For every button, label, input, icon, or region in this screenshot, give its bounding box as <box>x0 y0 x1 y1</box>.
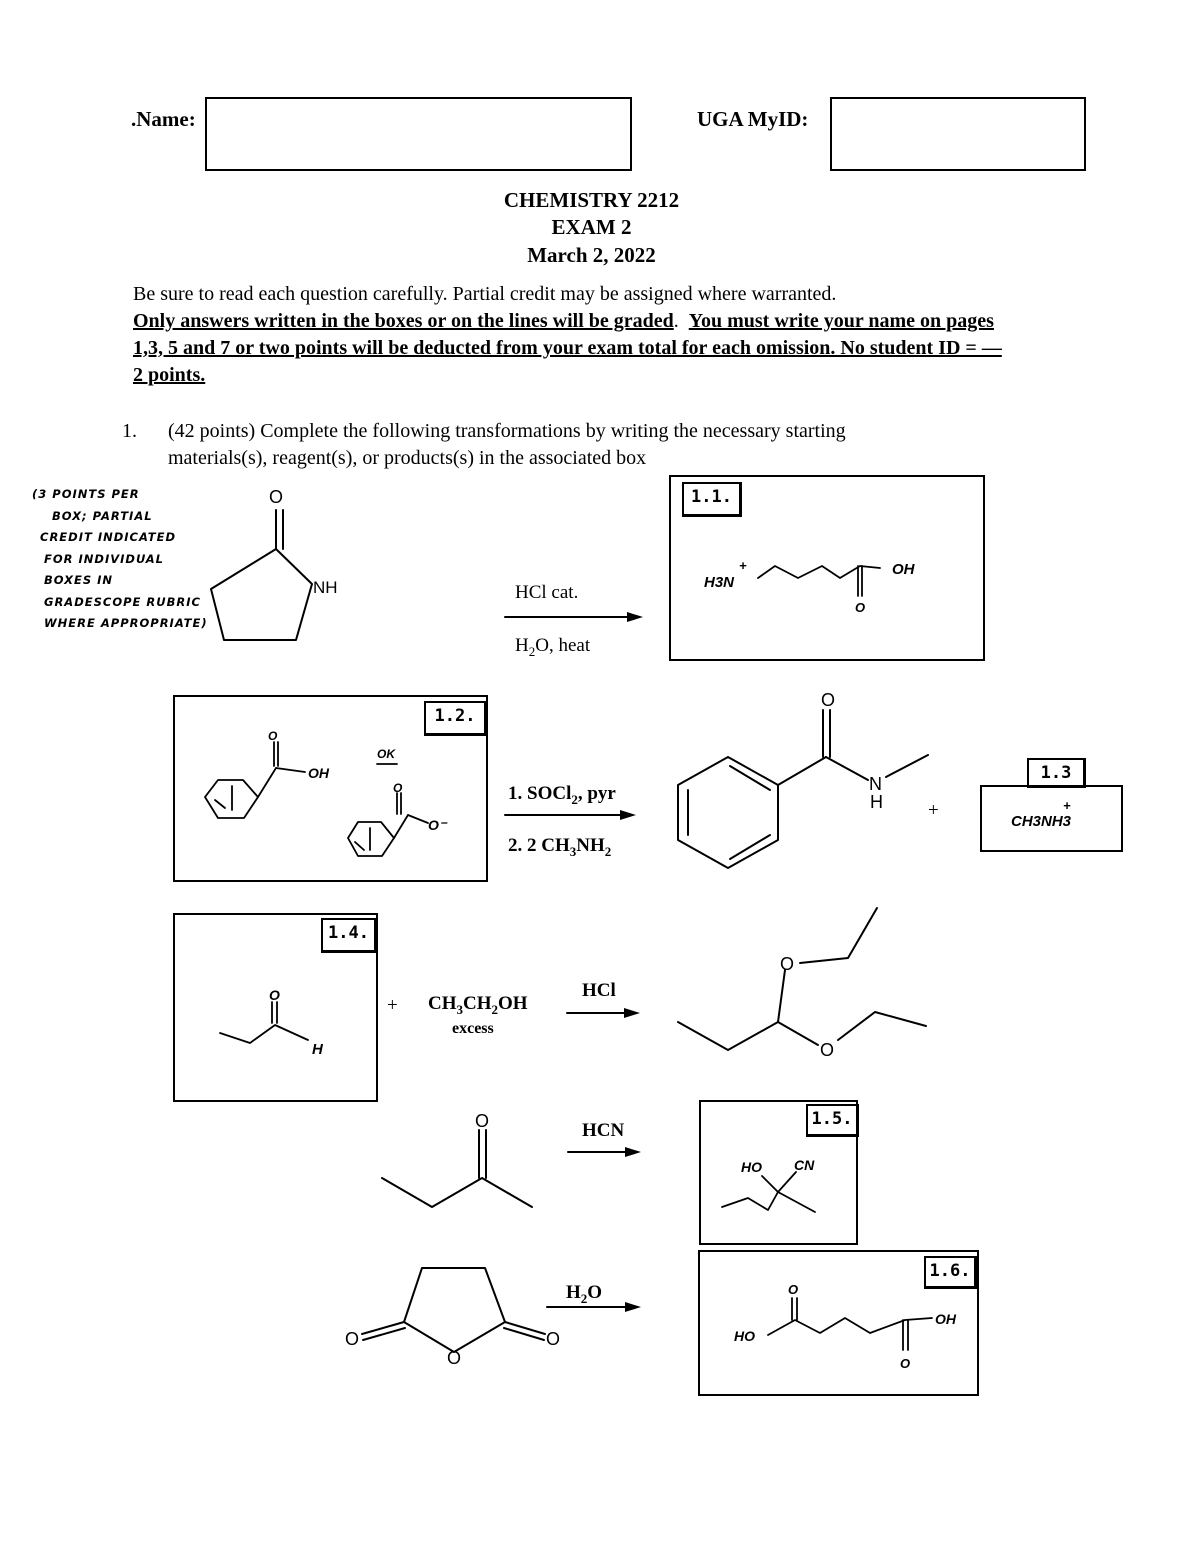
hand-label-o: O <box>900 1356 910 1371</box>
atom-label-o: O <box>820 1040 834 1060</box>
name-input-box[interactable] <box>205 97 632 171</box>
atom-label-o: O <box>269 487 283 507</box>
answer-box-1-2[interactable] <box>173 695 488 882</box>
answer-1-1-drawing <box>757 565 881 597</box>
answer-box-1-6[interactable] <box>698 1250 979 1396</box>
instructions-line1: Be sure to read each question carefully.… <box>133 283 837 305</box>
box-tag-1-2: 1.2. <box>424 701 487 736</box>
hand-label-oh: OH <box>308 765 330 781</box>
hand-label-oh: OH <box>892 561 916 578</box>
rxn2-step2: 2. 2 CH3NH2 <box>508 835 612 859</box>
acetal-structure <box>677 907 927 1051</box>
grading-note-line: (3 POINTS PER <box>32 487 140 501</box>
name-label: .Name: <box>131 107 196 131</box>
answer-1-6-drawing <box>767 1297 933 1351</box>
box-tag-1-3: 1.3 <box>1027 758 1086 788</box>
box-tag-1-4: 1.4. <box>321 918 377 953</box>
grading-note-line: CREDIT INDICATED <box>40 530 177 544</box>
reaction-arrow <box>546 1302 641 1312</box>
grading-note-line: BOX; PARTIAL <box>52 508 153 523</box>
rxn4-reagent: CH3CH2OH <box>428 993 528 1017</box>
rxn4-excess: excess <box>452 1020 494 1037</box>
hand-label-h3n: H3N <box>704 574 735 591</box>
box-tag-1-5: 1.5. <box>806 1104 859 1137</box>
box-tag-1-6: 1.6. <box>924 1256 977 1289</box>
exam-title: EXAM 2 <box>551 215 632 239</box>
hand-label-ho: HO <box>741 1159 762 1175</box>
hand-label-methylammonium: CH3NH3 <box>1011 813 1072 830</box>
hand-label-oh: OH <box>935 1311 957 1327</box>
rxn1-catalyst: HCl cat. <box>515 582 579 603</box>
answer-1-5-drawing <box>721 1171 816 1213</box>
atom-label-nh: NH <box>313 578 338 597</box>
question-number: 1. <box>122 420 137 442</box>
hand-label-o: O <box>855 600 865 615</box>
answer-box-1-4[interactable] <box>173 913 378 1102</box>
n-methylbenzamide-structure <box>677 709 929 869</box>
atom-label-h: H <box>870 792 883 812</box>
plus-sign-2: + <box>387 995 398 1016</box>
reaction-arrow <box>504 612 643 622</box>
butanone-structure <box>381 1129 533 1208</box>
succinic-anhydride-structure <box>361 1267 546 1353</box>
rxn6-reagent: H2O <box>566 1282 603 1306</box>
question-text: (42 points) Complete the following trans… <box>168 420 846 442</box>
hand-label-o: O <box>269 987 280 1003</box>
hand-label-ok: OK <box>377 747 396 761</box>
answer-box-1-1[interactable] <box>669 475 985 661</box>
atom-label-o: O <box>447 1348 461 1368</box>
pyrrolidinone-structure <box>210 509 313 641</box>
reaction-arrow <box>566 1008 640 1018</box>
reaction-arrow <box>504 810 636 820</box>
question-text-cont: materials(s), reagent(s), or products(s)… <box>168 447 647 469</box>
hand-label-o-minus: O⁻ <box>428 817 448 833</box>
atom-label-o: O <box>821 690 835 710</box>
rxn2-step1: 1. SOCl2, pyr <box>508 783 616 807</box>
hand-label-plus: + <box>739 558 747 573</box>
rxn1-conditions: H2O, heat <box>515 635 591 659</box>
hand-label-h: H <box>312 1041 324 1058</box>
rxn5-reagent: HCN <box>582 1120 625 1141</box>
question-1: 1. (42 points) Complete the following tra… <box>122 418 1022 472</box>
course-title: CHEMISTRY 2212 <box>503 188 680 212</box>
exam-date: March 2, 2022 <box>527 243 656 267</box>
plus-sign-1: + <box>928 800 939 821</box>
grading-note-line: WHERE APPROPRIATE) <box>44 616 208 630</box>
hand-label-o: O <box>268 729 278 743</box>
atom-label-n: N <box>869 774 882 794</box>
atom-label-o: O <box>475 1111 489 1131</box>
instructions-bold1: Only answers written in the boxes or on … <box>133 310 674 332</box>
hand-label-cn: CN <box>794 1157 815 1173</box>
grading-note: (3 POINTS PER BOX; PARTIAL CREDIT INDICA… <box>32 484 247 635</box>
answer-1-4-drawing <box>219 1001 309 1044</box>
hand-label-o: O <box>788 1282 798 1297</box>
atom-label-o: O <box>780 954 794 974</box>
hand-label-plus: + <box>1063 798 1071 813</box>
reaction-arrow <box>567 1147 641 1157</box>
hand-label-o: O <box>393 781 403 795</box>
answer-box-1-5[interactable] <box>699 1100 858 1245</box>
grading-note-line: GRADESCOPE RUBRIC <box>44 594 201 609</box>
instructions: Be sure to read each question carefully.… <box>133 281 1013 389</box>
myid-label: UGA MyID: <box>697 107 809 131</box>
atom-label-o: O <box>345 1329 359 1349</box>
grading-note-line: BOXES IN <box>44 573 114 587</box>
grading-note-line: FOR INDIVIDUAL <box>44 551 164 566</box>
box-tag-1-1: 1.1. <box>682 482 742 517</box>
instructions-bold2: You must write your name on pages 1,3, 5… <box>133 310 1002 386</box>
hand-label-ho: HO <box>734 1328 755 1344</box>
answer-1-2-drawing <box>204 741 429 857</box>
atom-label-o: O <box>546 1329 560 1349</box>
myid-input-box[interactable] <box>830 97 1086 171</box>
rxn4-catalyst: HCl <box>582 980 616 1001</box>
